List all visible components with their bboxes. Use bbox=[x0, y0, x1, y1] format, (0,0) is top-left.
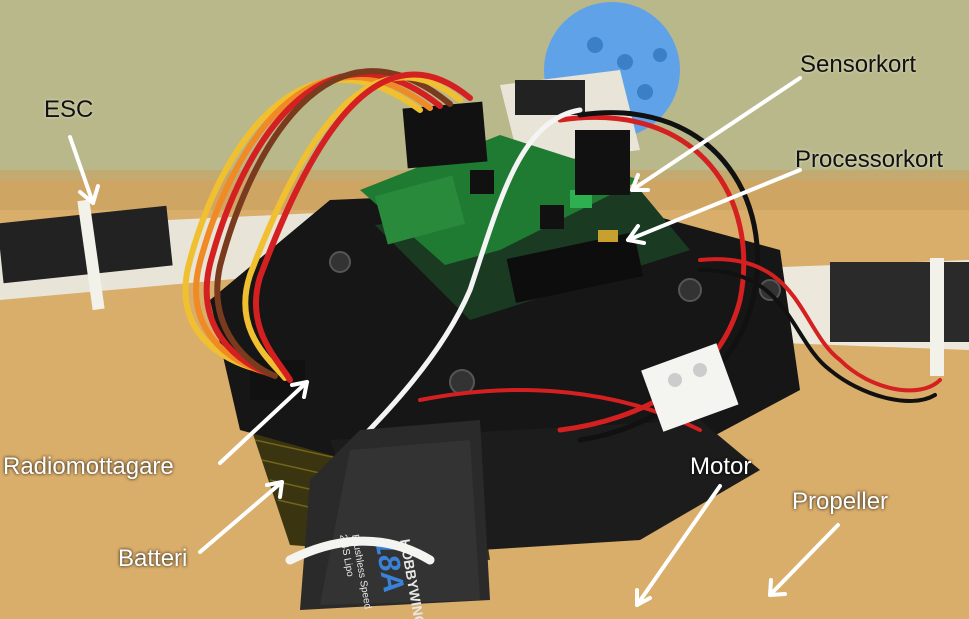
arrow-sensorkort bbox=[630, 76, 802, 192]
wire-bundle-left bbox=[182, 68, 473, 383]
terminal-block bbox=[641, 343, 739, 432]
standoffs bbox=[329, 251, 781, 395]
arrow-batteri bbox=[198, 480, 284, 554]
label-propeller: Propeller bbox=[792, 488, 889, 515]
wires-right bbox=[418, 110, 942, 443]
label-processorkort: Processorkort bbox=[795, 146, 944, 173]
front-esc bbox=[300, 420, 490, 610]
arrow-processorkort bbox=[626, 168, 802, 245]
label-motor: Motor bbox=[690, 453, 752, 480]
arrow-motor bbox=[635, 484, 722, 607]
arrow-propeller bbox=[768, 523, 840, 597]
main-frame bbox=[210, 190, 800, 480]
label-esc: ESC bbox=[44, 96, 94, 123]
arrow-radiomottagare bbox=[218, 380, 309, 465]
annotation-arrows bbox=[68, 76, 840, 607]
label-radiomottagare: Radiomottagare bbox=[3, 453, 174, 480]
label-sensorkort: Sensorkort bbox=[800, 51, 917, 78]
arrow-esc bbox=[68, 135, 100, 205]
label-batteri: Batteri bbox=[118, 545, 188, 572]
zip-tie-front bbox=[285, 536, 435, 565]
